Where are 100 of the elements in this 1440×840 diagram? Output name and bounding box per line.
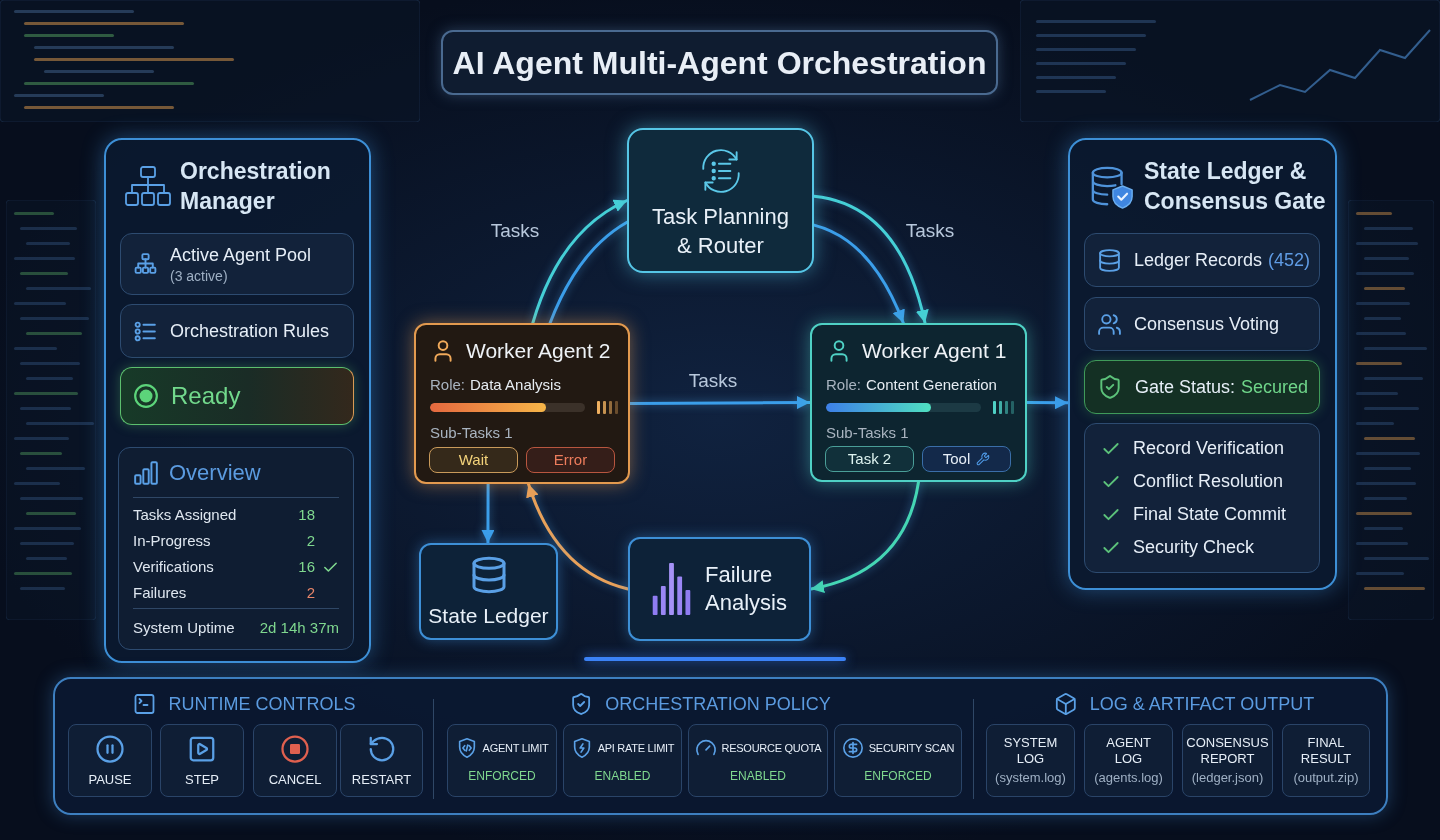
box-label: Task Planning & Router <box>651 203 790 260</box>
arrow <box>531 199 629 325</box>
stat-label: Tasks Assigned <box>133 505 237 525</box>
ledger-box <box>419 543 558 640</box>
stat-label: System Uptime <box>133 618 235 638</box>
checklist-card <box>1084 423 1320 573</box>
tool-tag <box>922 446 1011 472</box>
artifact-card <box>1282 724 1370 797</box>
role-value: Content Generation <box>866 375 997 395</box>
section-heading: LOG & ARTIFACT OUTPUT <box>1089 693 1315 716</box>
card-label: Orchestration Rules <box>170 319 330 343</box>
stat-value: 18 <box>298 505 315 525</box>
control-card <box>68 724 152 797</box>
box-label: State Ledger <box>427 603 550 629</box>
edge-label: Tasks <box>688 369 738 393</box>
edge-label: Tasks <box>905 219 955 243</box>
pool-card <box>120 233 354 295</box>
tag-text: Task 2 <box>847 449 892 469</box>
stat-value: 16 <box>298 557 315 577</box>
overview-card <box>118 447 354 650</box>
policy-status: ENFORCED <box>468 769 536 784</box>
agent-title: Worker Agent 2 <box>466 338 611 364</box>
stat-value: 2 <box>306 531 315 551</box>
card-title: Overview <box>169 460 261 486</box>
stat-label: Failures <box>133 583 187 603</box>
file-name: (ledger.json) <box>1191 770 1264 786</box>
check-item: Record Verification <box>1133 437 1285 460</box>
panel-title: State Ledger & Consensus Gate <box>1144 157 1327 216</box>
policy-label: RESOURCE QUOTA <box>721 741 822 755</box>
check-item: Security Check <box>1133 536 1255 559</box>
section-heading: RUNTIME CONTROLS <box>168 693 356 716</box>
file-name: (agents.log) <box>1094 770 1163 786</box>
arrow <box>812 194 929 325</box>
control-label: CANCEL <box>268 771 322 788</box>
agent-title: Worker Agent 1 <box>862 338 1007 364</box>
policy-label: SECURITY SCAN <box>868 741 955 755</box>
policy-label: API RATE LIMIT <box>597 741 675 755</box>
policy-card <box>563 724 682 797</box>
policy-card <box>447 724 557 797</box>
subtask-count: Sub-Tasks 1 <box>826 423 909 443</box>
check-item: Final State Commit <box>1133 503 1287 526</box>
artifact-card <box>1084 724 1173 797</box>
box-label: Failure Analysis <box>705 561 787 617</box>
card-label: Active Agent Pool <box>170 243 312 267</box>
control-bar <box>53 677 1388 815</box>
arrow <box>481 482 495 545</box>
tag-text: Tool <box>942 449 971 469</box>
status-tag <box>429 447 518 473</box>
tag-text: Error <box>553 450 588 470</box>
rules-card <box>120 304 354 358</box>
arrow <box>809 480 920 593</box>
ledger-panel <box>1068 138 1337 590</box>
tag-text: Wait <box>458 450 489 470</box>
stat-value: 2d 14h 37m <box>259 618 339 638</box>
card-note: (3 active) <box>170 266 229 285</box>
card-label: Consensus Voting <box>1134 312 1280 336</box>
status-card <box>120 367 354 425</box>
status-label: Ready <box>171 381 241 411</box>
arrow <box>812 223 905 325</box>
role-label: Role: <box>430 375 466 395</box>
record-count: (452) <box>1268 248 1311 272</box>
analysis-box <box>628 537 811 641</box>
subtask-count: Sub-Tasks 1 <box>430 423 513 443</box>
artifact-name: CONSENSUS REPORT <box>1186 735 1269 767</box>
control-card <box>340 724 423 797</box>
control-label: STEP <box>185 771 219 788</box>
check-item: Conflict Resolution <box>1133 470 1284 493</box>
stat-label: Verifications <box>133 557 214 577</box>
task-tag <box>825 446 914 472</box>
arrow <box>1025 396 1070 410</box>
policy-card <box>834 724 962 797</box>
edge-label: Tasks <box>490 219 540 243</box>
stat-label: In-Progress <box>133 531 211 551</box>
policy-status: ENABLED <box>594 769 651 784</box>
gate-label: Gate Status: <box>1135 375 1236 399</box>
role-label: Role: <box>826 375 862 395</box>
policy-label: AGENT LIMIT <box>482 741 549 755</box>
records-card <box>1084 233 1320 287</box>
policy-status: ENFORCED <box>864 769 932 784</box>
artifact-name: SYSTEM LOG <box>1003 735 1058 767</box>
artifact-name: FINAL RESULT <box>1300 735 1352 767</box>
gate-value: Secured <box>1241 375 1309 399</box>
file-name: (output.zip) <box>1293 770 1359 786</box>
agent-card <box>414 323 630 484</box>
control-card <box>160 724 244 797</box>
card-label: Ledger Records <box>1134 248 1263 272</box>
gate-status-card <box>1084 360 1320 414</box>
file-name: (system.log) <box>995 770 1066 786</box>
control-card <box>253 724 337 797</box>
artifact-card <box>1182 724 1273 797</box>
panel-title: Orchestration Manager <box>180 157 332 216</box>
manager-panel <box>104 138 371 663</box>
status-tag <box>526 447 615 473</box>
artifact-name: AGENT LOG <box>1106 735 1151 767</box>
diagram-title: AI Agent Multi-Agent Orchestration <box>452 43 987 83</box>
artifact-card <box>986 724 1075 797</box>
control-label: PAUSE <box>88 771 132 788</box>
stat-value: 2 <box>306 583 315 603</box>
role-value: Data Analysis <box>470 375 561 395</box>
router-box <box>627 128 814 273</box>
